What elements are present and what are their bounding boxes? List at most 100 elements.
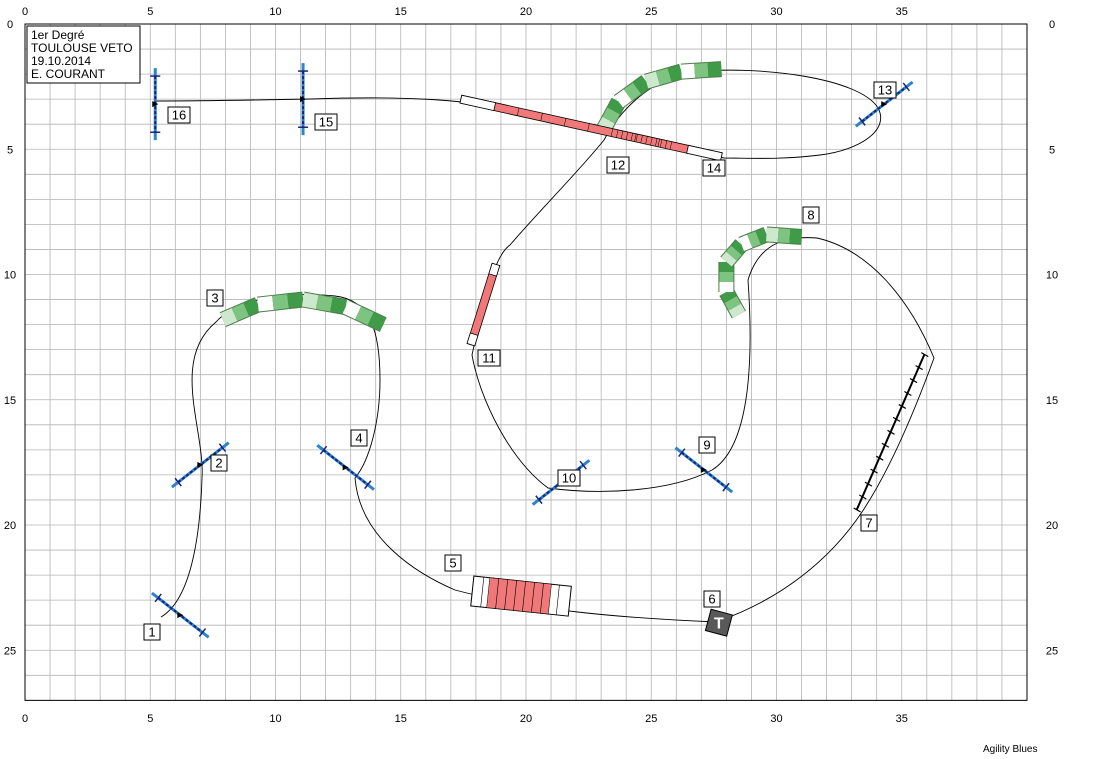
number-text: 10 <box>562 471 576 486</box>
y-tick-label-left: 10 <box>4 270 16 282</box>
obstacle-number-13: 13 <box>873 81 897 99</box>
plank-slat <box>630 132 633 141</box>
weave-pole <box>892 416 901 422</box>
tunnel-segment <box>316 295 333 312</box>
table-6: T <box>704 608 733 637</box>
x-tick-label-top: 10 <box>269 6 281 18</box>
tunnel-8 <box>718 226 803 319</box>
number-box <box>873 81 897 99</box>
y-tick-label-left: 25 <box>4 645 16 657</box>
tunnel-segment <box>301 292 319 309</box>
x-tick-label-top: 35 <box>896 6 908 18</box>
plank-slat <box>655 138 658 147</box>
jump-wing <box>678 448 686 458</box>
jump-rail <box>861 86 907 123</box>
number-text: 4 <box>355 431 362 446</box>
tunnel-segment <box>644 71 660 89</box>
obstacle-number-3: 3 <box>206 289 224 307</box>
tire-slat <box>504 579 508 610</box>
number-text: 1 <box>148 625 155 640</box>
y-tick-label-right: 10 <box>1046 270 1058 282</box>
plank-slat <box>517 107 520 116</box>
jump-rail <box>681 451 727 488</box>
number-box <box>143 623 161 641</box>
contact-zone <box>686 144 723 162</box>
plank-slat <box>540 113 543 121</box>
tunnel-segment <box>342 300 362 320</box>
obstacle-number-10: 10 <box>557 469 581 487</box>
x-tick-label-bottom: 0 <box>22 713 28 725</box>
jump-rail <box>322 449 369 486</box>
tunnel-segment <box>231 303 250 322</box>
jump-wing <box>198 628 207 637</box>
plank-slat <box>664 140 668 149</box>
y-tick-label-right: 0 <box>1049 19 1055 31</box>
jump-wing <box>319 445 328 455</box>
weave-pole <box>870 468 878 474</box>
tunnel-segment <box>731 239 747 255</box>
x-tick-label-bottom: 35 <box>896 713 908 725</box>
tire-ring <box>486 577 552 615</box>
plank-slat <box>669 141 672 150</box>
seesaw-11 <box>466 262 501 347</box>
x-tick-label-bottom: 25 <box>645 713 657 725</box>
weave-pole <box>881 442 890 448</box>
contact-body <box>459 94 723 162</box>
number-box <box>444 554 462 572</box>
obstacle-number-8: 8 <box>802 206 820 224</box>
y-tick-label-left: 20 <box>4 520 16 532</box>
number-box <box>206 289 224 307</box>
jump-4 <box>316 444 375 491</box>
dog-path-line <box>154 69 935 623</box>
number-text: 5 <box>449 556 456 571</box>
weave-pole <box>904 390 912 397</box>
number-box <box>702 159 726 177</box>
tunnel-segment <box>765 227 779 243</box>
jump-wing <box>174 477 182 487</box>
tunnel-segment <box>607 98 625 115</box>
plank-slat <box>634 133 637 142</box>
weave-pole <box>853 507 861 513</box>
tunnel-3 <box>219 291 387 332</box>
tunnel-segment <box>623 82 642 101</box>
table-icon: T <box>714 616 724 633</box>
obstacle-number-5: 5 <box>444 554 462 572</box>
tunnel-segment <box>602 107 620 124</box>
direction-arrow <box>300 96 307 103</box>
number-text: 2 <box>215 456 222 471</box>
tire-post <box>555 585 560 615</box>
tunnel-segment <box>728 303 746 318</box>
number-text: 6 <box>708 592 715 607</box>
footer-brand: Agility Blues <box>983 744 1037 755</box>
number-text: 13 <box>878 83 892 98</box>
number-text: 12 <box>611 158 625 173</box>
tunnel-segment <box>614 89 632 108</box>
direction-arrow <box>197 461 204 468</box>
tunnel-segment <box>656 68 672 86</box>
weave-pole <box>898 403 907 409</box>
tunnel-segment <box>272 294 289 310</box>
tunnel-segment <box>755 227 770 245</box>
jump-2 <box>171 441 230 489</box>
obstacle-number-11: 11 <box>477 349 501 367</box>
number-box <box>802 206 820 224</box>
plank-slat <box>640 135 643 144</box>
tunnel-segment <box>789 229 803 244</box>
number-box <box>557 469 581 487</box>
jump-wing <box>858 117 866 126</box>
table-top <box>704 608 733 637</box>
tunnel-segment <box>726 245 742 261</box>
tire-body <box>470 575 572 617</box>
number-text: 14 <box>707 161 721 176</box>
dogwalk-14 <box>459 94 723 162</box>
obstacle-number-9: 9 <box>698 436 716 454</box>
direction-arrow <box>152 101 159 108</box>
number-box <box>698 436 716 454</box>
number-text: 8 <box>807 208 814 223</box>
tire-post <box>480 577 485 607</box>
course-grid <box>24 23 1028 701</box>
weave-pole <box>858 494 867 500</box>
tunnel-segment <box>632 75 651 94</box>
